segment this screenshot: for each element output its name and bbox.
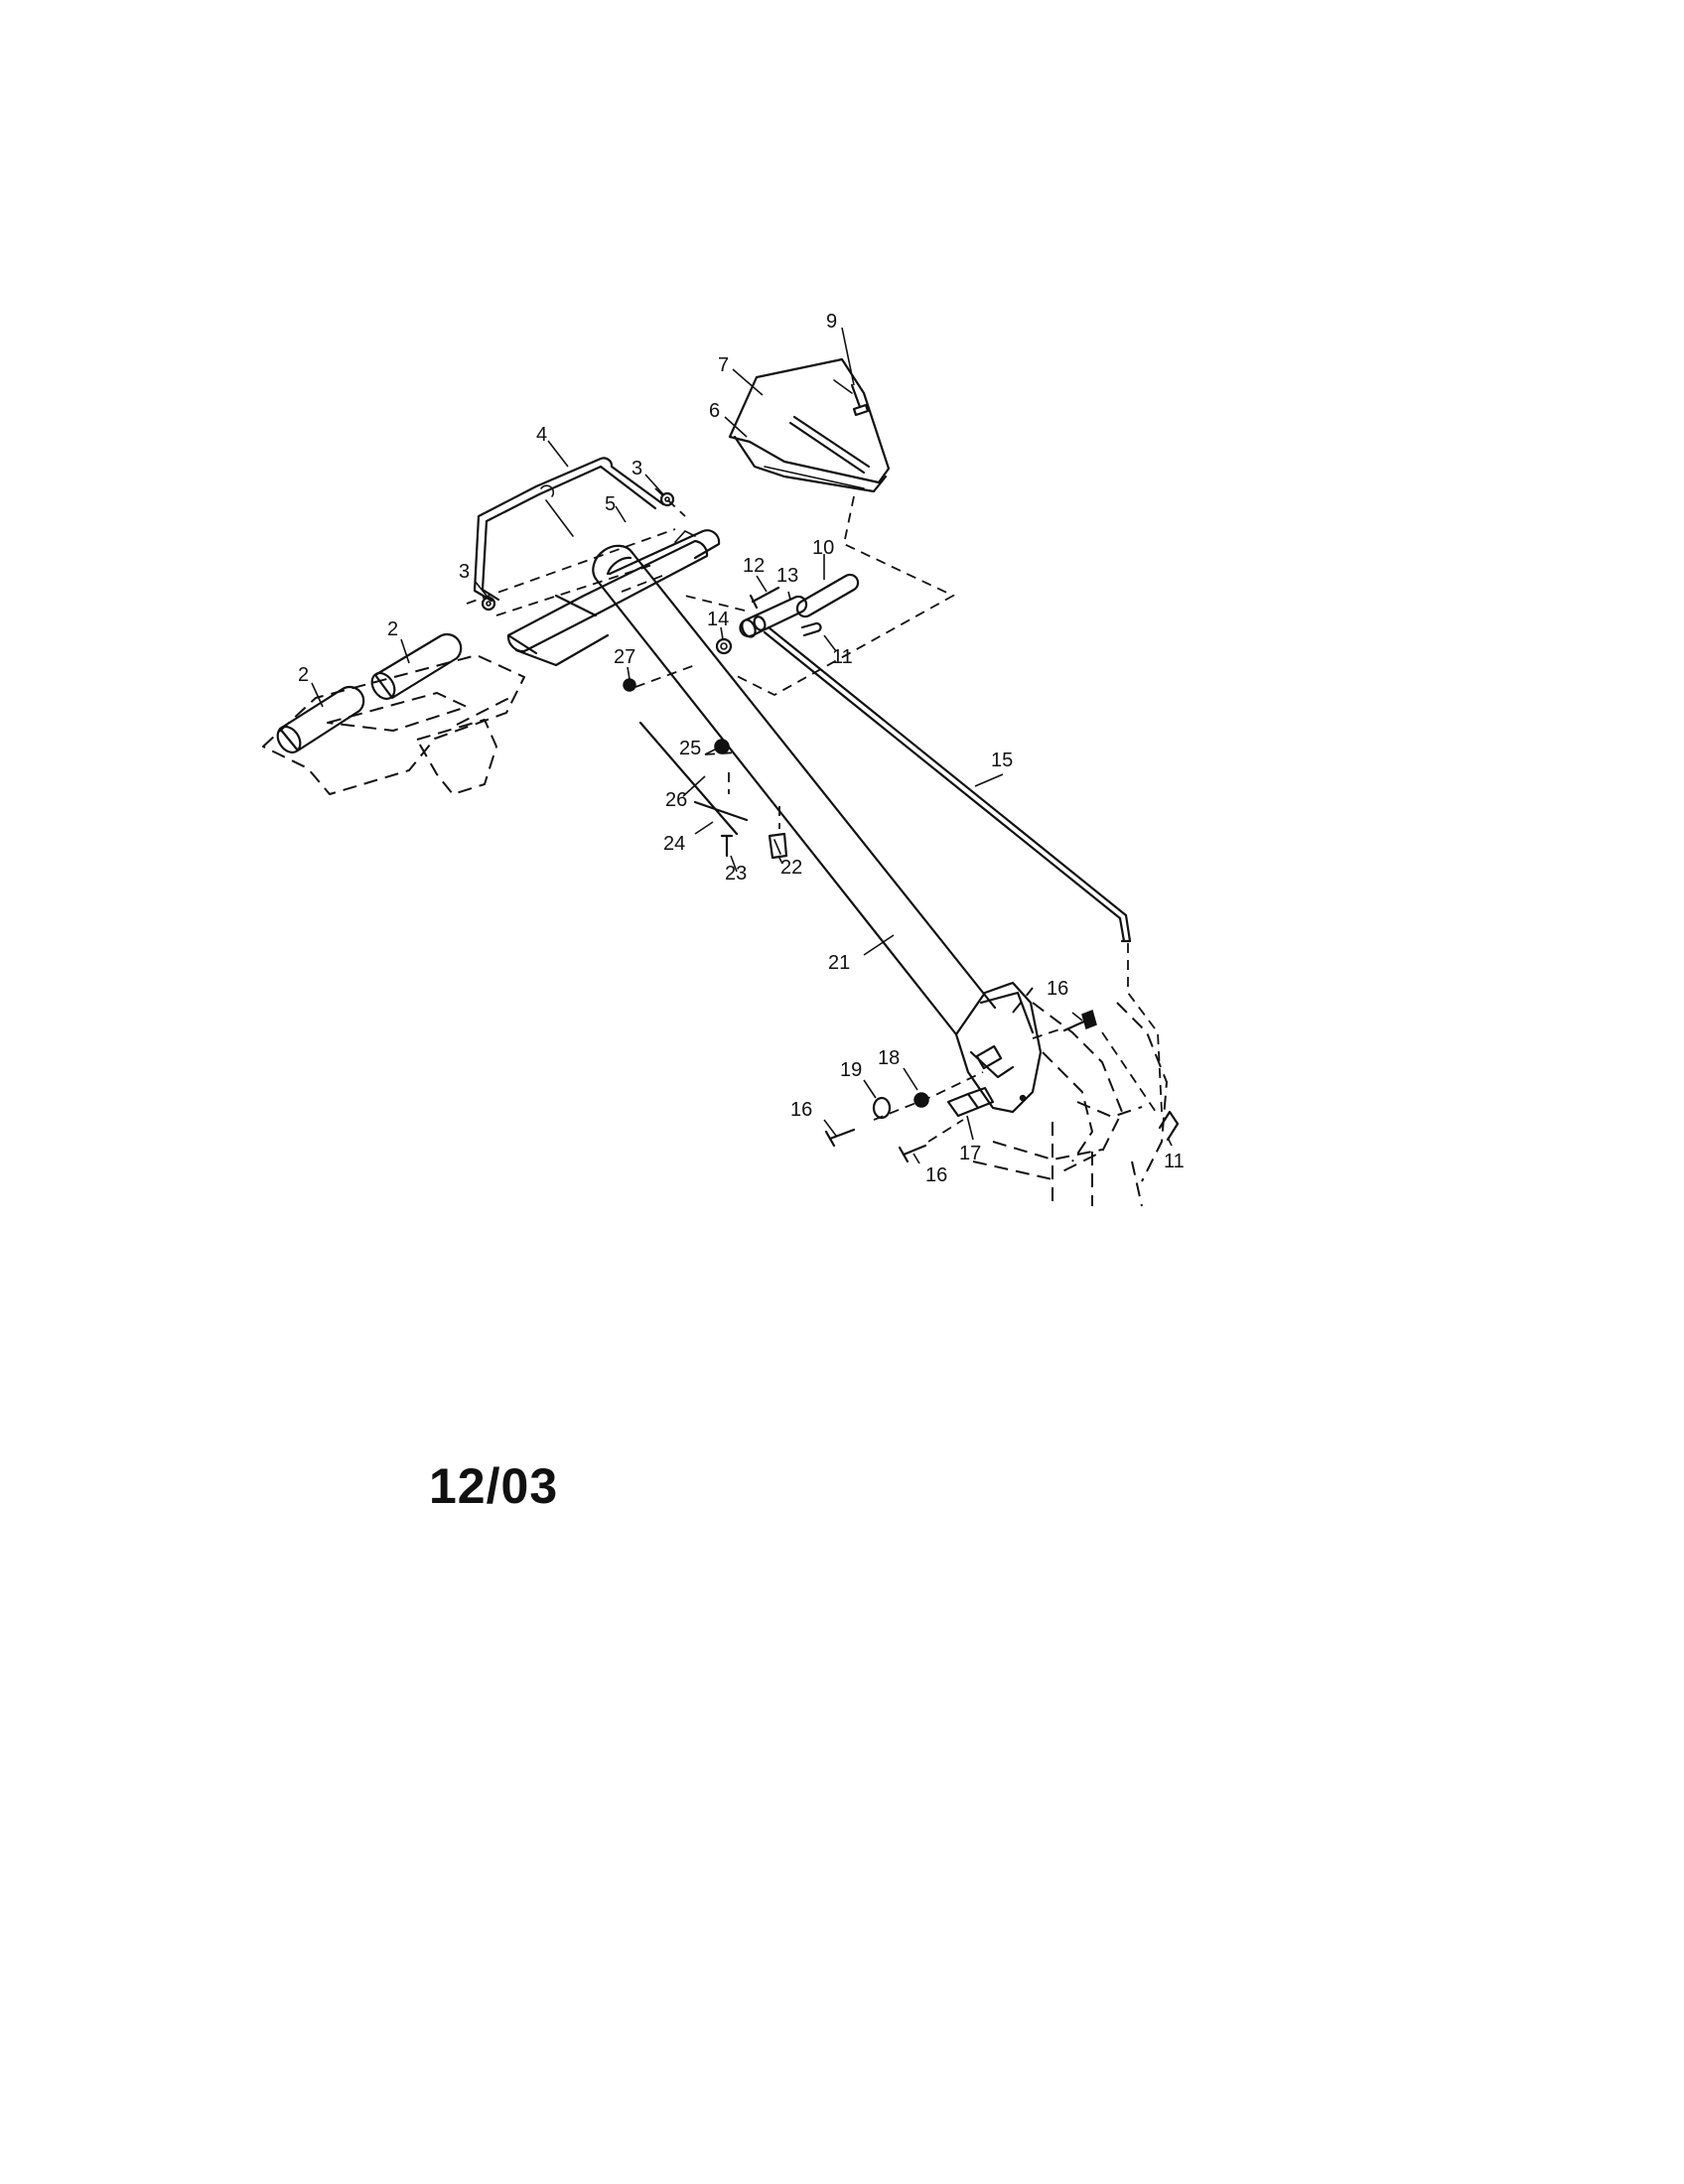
callout-4: 4: [536, 424, 547, 446]
callout-19: 19: [840, 1059, 862, 1081]
callout-5: 5: [605, 493, 616, 515]
bolt-16-left: [824, 1128, 856, 1148]
nut-25: [714, 739, 730, 754]
control-rod-15: [763, 625, 1132, 943]
callout-9: 9: [826, 311, 837, 333]
callout-14: 14: [707, 609, 729, 630]
callout-2: 2: [387, 618, 398, 640]
callout-11: 11: [1164, 1151, 1185, 1172]
handle-tube: [592, 544, 997, 1036]
hairpin-11-upper: [800, 621, 822, 637]
washer-19: [872, 1096, 892, 1120]
nut-27: [623, 678, 636, 692]
callout-3: 3: [632, 458, 642, 479]
callout-13: 13: [776, 565, 798, 587]
callout-22: 22: [780, 857, 802, 879]
screw-23: [720, 834, 734, 858]
callout-27: 27: [614, 646, 635, 668]
bolt-16-right: [1062, 1009, 1097, 1032]
bail-bar: [473, 457, 665, 603]
bushing-14: [715, 637, 733, 655]
nut-3-right: [659, 491, 675, 507]
callout-21: 21: [828, 952, 850, 974]
callout-11: 11: [832, 646, 853, 668]
callout-24: 24: [663, 833, 685, 855]
bolt-16-lower: [898, 1144, 927, 1163]
nut-3-left: [481, 596, 496, 612]
callout-16: 16: [1047, 978, 1068, 1000]
spacer-17: [946, 1086, 995, 1118]
callout-6: 6: [709, 400, 720, 422]
callout-labels: 7 9 6 4 3 3 5 10 12 13 14 11 27 2 2 25 2…: [298, 311, 1185, 1186]
callout-18: 18: [878, 1047, 900, 1069]
callout-25: 25: [679, 738, 701, 759]
leader-lines: [311, 327, 1173, 1164]
callout-15: 15: [991, 750, 1013, 771]
clip-22: [768, 832, 788, 860]
callout-7: 7: [718, 354, 729, 376]
screw-9: [850, 383, 870, 417]
cable-26: [638, 721, 749, 836]
assembly-lines: [466, 487, 1163, 1143]
handle-cover: [728, 357, 891, 493]
callout-3: 3: [459, 561, 470, 583]
pivot-sleeve-13: [739, 595, 808, 638]
callout-10: 10: [812, 537, 834, 559]
callout-23: 23: [725, 863, 747, 885]
phantom-handle-outline: [262, 654, 525, 795]
handlebar-frame: [506, 529, 721, 667]
callout-17: 17: [959, 1143, 981, 1164]
callout-12: 12: [743, 555, 765, 577]
revision-date: 12/03: [429, 1458, 559, 1514]
callout-16: 16: [790, 1099, 812, 1121]
callout-2: 2: [298, 664, 309, 686]
handle-lower-bracket: [954, 981, 1043, 1114]
grip-right: [370, 632, 463, 701]
callout-26: 26: [665, 789, 687, 811]
hairpin-11-lower: [1158, 1110, 1180, 1142]
pin-12: [749, 586, 780, 610]
callout-16: 16: [925, 1164, 947, 1186]
spring-10: [795, 573, 860, 618]
grip-left: [276, 685, 365, 754]
phantom-tiller-body: [972, 987, 1168, 1207]
